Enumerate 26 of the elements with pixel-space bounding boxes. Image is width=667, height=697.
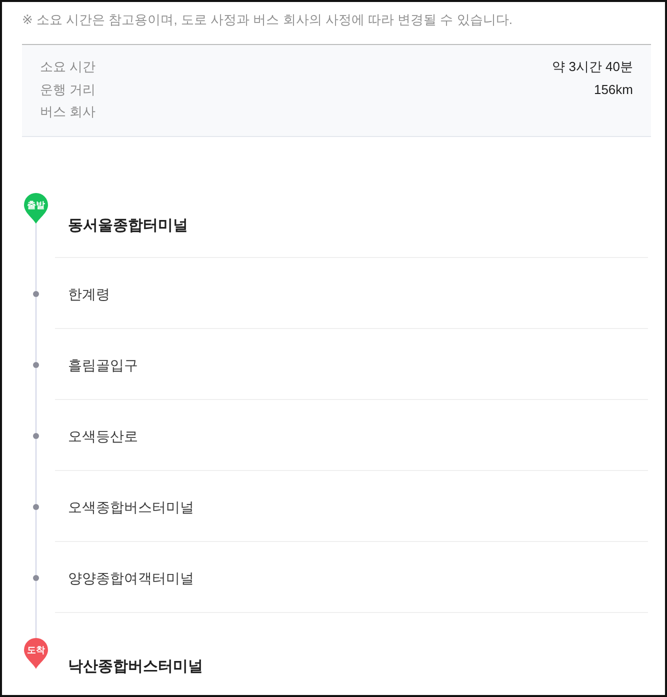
stop-name: 오색종합버스터미널 [68,498,194,517]
stop-name: 오색등산로 [68,427,138,446]
stop-name: 동서울종합터미널 [68,216,188,236]
route-line [35,439,37,504]
stop-dot-icon [33,362,39,368]
stop-name: 양양종합여객터미널 [68,569,194,588]
stop-dot-icon [33,504,39,510]
map-pin: 출발 [24,193,48,224]
stop-dot-icon [33,575,39,581]
info-label: 운행 거리 [40,80,96,98]
info-value: 약 3시간 40분 [552,58,633,76]
info-value: 156km [594,80,633,98]
route-line [35,581,37,638]
route-line [35,297,37,362]
map-pin: 도착 [24,638,48,669]
info-label: 소요 시간 [40,58,96,76]
route-line [35,510,37,575]
info-label: 버스 회사 [40,103,96,121]
stop-name: 흘림골입구 [68,356,138,375]
stop-dot-icon [33,433,39,439]
note-text: ※ 소요 시간은 참고용이며, 도로 사정과 버스 회사의 사정에 따라 변경될 수 있습니다. [22,11,512,29]
stop-name: 낙산종합버스터미널 [68,657,203,677]
route-line [35,368,37,433]
stop-dot-icon [33,291,39,297]
route-line [35,224,37,291]
stop-name: 한계령 [68,285,110,304]
